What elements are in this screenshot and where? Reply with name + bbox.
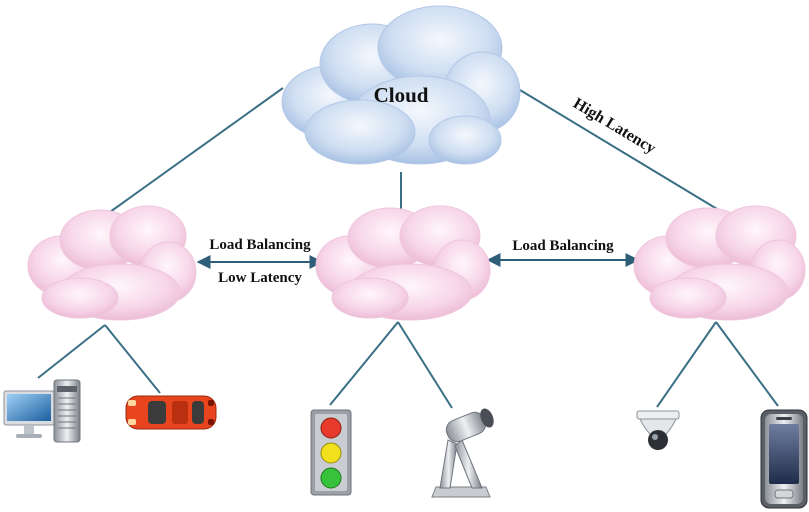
link-fog-right-security-camera — [656, 321, 717, 408]
load-balancing-left-label: Load Balancing — [209, 237, 311, 253]
fog-node-center — [315, 205, 491, 321]
traffic-light-icon — [310, 409, 352, 496]
link-cloud-fog-right — [519, 89, 723, 213]
load-balancing-right-label: Load Balancing — [512, 238, 614, 254]
link-fog-center-traffic-light — [329, 321, 399, 406]
cloud-node — [281, 5, 521, 165]
link-fog-left-car — [104, 324, 161, 394]
link-fog-center-webcam — [397, 321, 453, 409]
fog-node-left — [27, 205, 197, 321]
link-fog-left-computer — [37, 324, 106, 379]
smartphone-icon — [760, 409, 808, 509]
security-camera-icon — [636, 410, 680, 450]
webcam-icon — [431, 408, 494, 498]
link-cloud-fog-left — [109, 87, 284, 213]
car-icon — [125, 395, 217, 430]
desktop-computer-icon — [3, 379, 81, 443]
connection-lines — [37, 87, 779, 409]
link-fog-right-smartphone — [715, 321, 779, 407]
low-latency-label: Low Latency — [218, 270, 302, 286]
fog-node-right — [633, 205, 806, 321]
cloud-label: Cloud — [374, 83, 429, 107]
